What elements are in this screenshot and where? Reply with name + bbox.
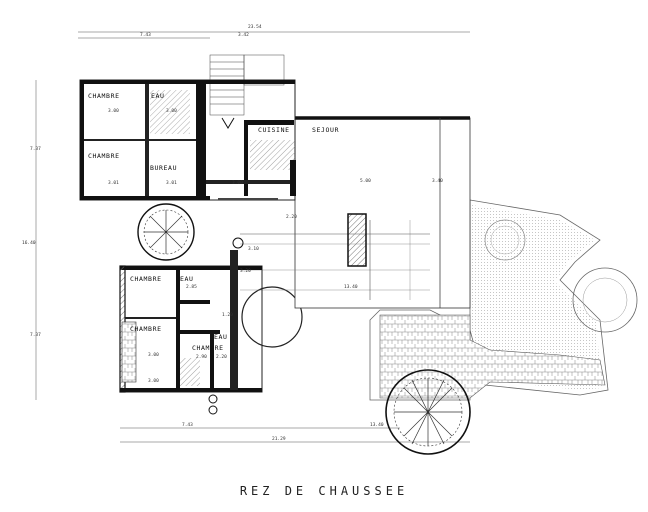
dim-top-total: 23.54 xyxy=(248,24,262,30)
dim-s1: 2.85 xyxy=(186,284,197,290)
room-label-cuisine: CUISINE xyxy=(258,126,290,134)
dim-s2: 3.20 xyxy=(240,268,251,274)
dim-lower-3: 2.20 xyxy=(216,354,227,360)
upper-wing xyxy=(79,79,296,201)
entrance-stairs xyxy=(209,54,285,129)
terrace xyxy=(241,199,638,401)
dim-lower-1: 3.00 xyxy=(148,352,159,358)
dim-lower-4: 3.00 xyxy=(148,378,159,384)
dim-bureau: 3.00 xyxy=(232,180,243,186)
dimension-lines xyxy=(35,31,470,443)
room-label-eau-2: EAU xyxy=(180,275,194,283)
plan-title: REZ DE CHAUSSEE xyxy=(239,484,409,498)
dim-sejour: 5.00 xyxy=(360,178,371,184)
dim-top-left: 7.43 xyxy=(140,32,151,38)
dim-hall: 13.40 xyxy=(344,284,358,290)
room-label-eau-1: EAU xyxy=(151,92,165,100)
dim-row-b: 3.01 xyxy=(108,180,119,186)
room-label-chambre-1: CHAMBRE xyxy=(88,92,120,100)
dim-left-2: 16.40 xyxy=(22,240,36,246)
dim-lower-2: 2.90 xyxy=(196,354,207,360)
room-label-eau-3: EAU xyxy=(214,333,228,341)
dim-bottom-left: 7.43 xyxy=(182,422,193,428)
room-label-chambre-5: CHAMBRE xyxy=(192,344,224,352)
dim-sejour-2: 3.40 xyxy=(432,178,443,184)
room-label-chambre-3: CHAMBRE xyxy=(130,275,162,283)
lower-wing xyxy=(119,250,263,393)
dim-top-mid: 3.42 xyxy=(238,32,249,38)
room-label-sejour: SEJOUR xyxy=(312,126,339,134)
tree-symbols xyxy=(137,203,471,455)
dim-chambre-1: 3.00 xyxy=(108,108,119,114)
room-label-bureau: BUREAU xyxy=(150,164,177,172)
dim-bottom-total: 21.29 xyxy=(272,436,286,442)
dim-bottom-right: 13.40 xyxy=(370,422,384,428)
dim-mid-2: 2.20 xyxy=(286,214,297,220)
dim-left-3: 7.37 xyxy=(30,332,41,338)
dim-s3: 1.20 xyxy=(222,312,233,318)
dim-row-a: 3.00 xyxy=(166,108,177,114)
dim-mid-1: 3.10 xyxy=(248,246,259,252)
room-label-chambre-4: CHAMBRE xyxy=(130,325,162,333)
sejour-room xyxy=(240,116,471,309)
dim-row-c: 3.01 xyxy=(166,180,177,186)
room-label-chambre-2: CHAMBRE xyxy=(88,152,120,160)
dim-left-1: 7.37 xyxy=(30,146,41,152)
